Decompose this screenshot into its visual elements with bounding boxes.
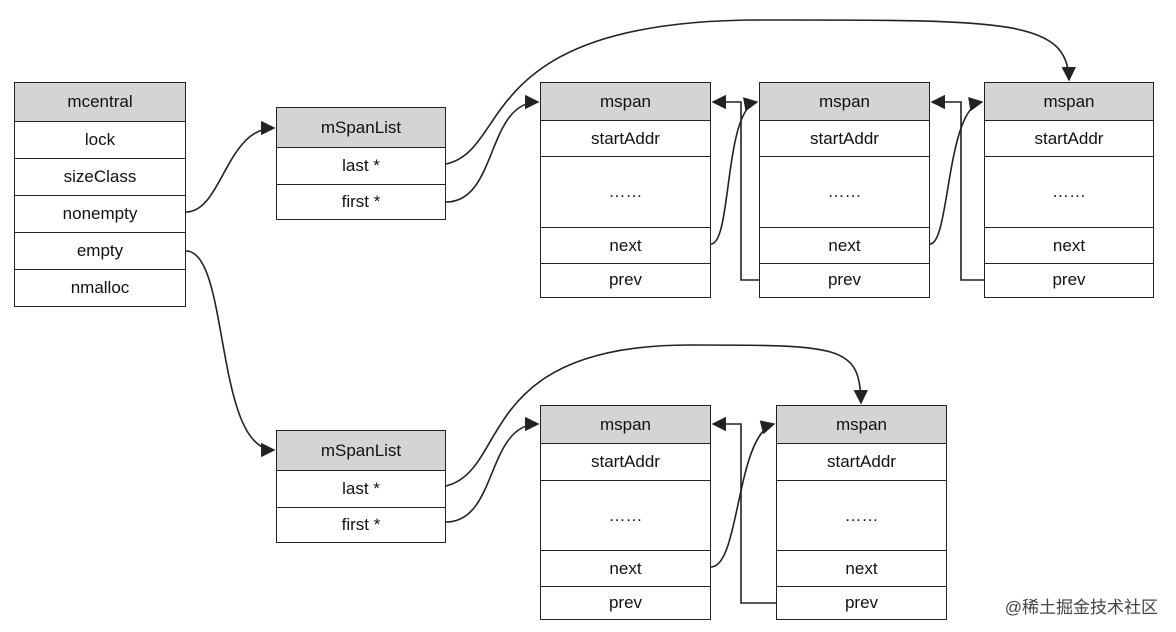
arrow-top-next-2 bbox=[929, 97, 984, 245]
mspan-title: mspan bbox=[985, 83, 1153, 120]
mcentral-field-nonempty: nonempty bbox=[15, 195, 185, 232]
span-list-nonempty: mSpanList last * first * bbox=[276, 107, 446, 220]
mspan-next: next bbox=[760, 227, 929, 263]
mspan-next: next bbox=[777, 550, 946, 586]
mspan-title: mspan bbox=[760, 83, 929, 120]
mspan-prev: prev bbox=[777, 586, 946, 618]
mspan-bottom-2: mspan startAddr …… next prev bbox=[776, 405, 947, 620]
mspan-title: mspan bbox=[777, 406, 946, 443]
mspan-prev: prev bbox=[541, 263, 710, 296]
mspan-start-addr: startAddr bbox=[541, 120, 710, 156]
watermark: @稀土掘金技术社区 bbox=[1004, 598, 1158, 617]
span-list-title: mSpanList bbox=[277, 431, 445, 470]
arrow-top-first bbox=[445, 94, 540, 203]
mcentral-field-nmalloc: nmalloc bbox=[15, 269, 185, 305]
arrow-empty bbox=[185, 250, 276, 458]
arrow-top-next-1 bbox=[710, 97, 759, 245]
mspan-top-2: mspan startAddr …… next prev bbox=[759, 82, 930, 298]
mspan-prev: prev bbox=[541, 586, 710, 618]
mspan-prev: prev bbox=[760, 263, 929, 296]
arrow-bottom-first bbox=[445, 416, 540, 523]
mspan-ellipsis: …… bbox=[777, 480, 946, 550]
mcentral-field-empty: empty bbox=[15, 232, 185, 269]
span-list-title: mSpanList bbox=[277, 108, 445, 147]
mspan-top-1: mspan startAddr …… next prev bbox=[540, 82, 711, 298]
mcentral-title: mcentral bbox=[15, 83, 185, 121]
span-list-first: first * bbox=[277, 507, 445, 542]
span-list-last: last * bbox=[277, 147, 445, 184]
arrow-top-prev-1 bbox=[711, 94, 759, 281]
mspan-start-addr: startAddr bbox=[541, 443, 710, 480]
arrow-bottom-next bbox=[710, 420, 776, 568]
mcentral-field-sizeclass: sizeClass bbox=[15, 158, 185, 195]
arrow-top-prev-2 bbox=[930, 94, 984, 281]
arrow-nonempty bbox=[185, 120, 276, 213]
mspan-next: next bbox=[541, 550, 710, 586]
mspan-top-3: mspan startAddr …… next prev bbox=[984, 82, 1154, 298]
mcentral-struct: mcentral lock sizeClass nonempty empty n… bbox=[14, 82, 186, 307]
span-list-last: last * bbox=[277, 470, 445, 507]
mspan-start-addr: startAddr bbox=[760, 120, 929, 156]
mspan-start-addr: startAddr bbox=[985, 120, 1153, 156]
arrow-bottom-prev bbox=[711, 416, 776, 604]
mspan-title: mspan bbox=[541, 83, 710, 120]
mspan-ellipsis: …… bbox=[541, 480, 710, 550]
span-list-empty: mSpanList last * first * bbox=[276, 430, 446, 543]
mspan-prev: prev bbox=[985, 263, 1153, 296]
mspan-next: next bbox=[541, 227, 710, 263]
mspan-title: mspan bbox=[541, 406, 710, 443]
mspan-ellipsis: …… bbox=[541, 156, 710, 227]
mspan-next: next bbox=[985, 227, 1153, 263]
mspan-ellipsis: …… bbox=[985, 156, 1153, 227]
mspan-ellipsis: …… bbox=[760, 156, 929, 227]
mspan-bottom-1: mspan startAddr …… next prev bbox=[540, 405, 711, 620]
span-list-first: first * bbox=[277, 184, 445, 219]
mspan-start-addr: startAddr bbox=[777, 443, 946, 480]
mcentral-field-lock: lock bbox=[15, 121, 185, 158]
